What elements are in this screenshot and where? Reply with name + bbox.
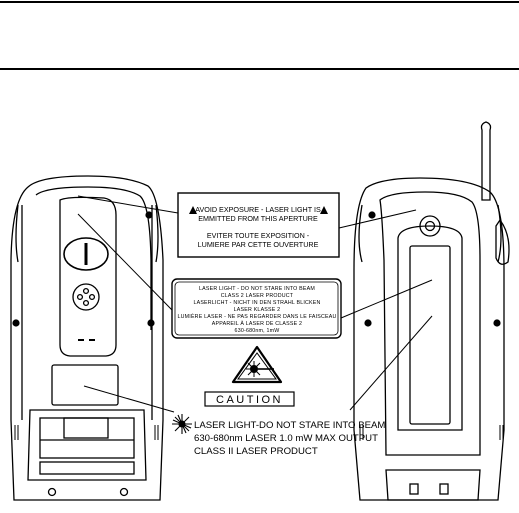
device-front-view — [10, 175, 164, 501]
back-screw-dot — [368, 211, 376, 219]
front-screw-dot — [12, 319, 20, 327]
multilingual-line-1: LASER LIGHT - DO NOT STARE INTO BEAM — [199, 286, 315, 292]
multilingual-line-7: 630-680nm, 1mW — [235, 328, 280, 334]
front-side-vents — [14, 425, 159, 440]
back-side-vents — [359, 425, 504, 440]
caution-line-1: LASER LIGHT-DO NOT STARE INTO BEAM — [194, 420, 385, 431]
multilingual-line-2: CLASS 2 LASER PRODUCT — [221, 293, 294, 299]
aperture-line-4: LUMIERE PAR CETTE OUVERTURE — [198, 240, 319, 249]
device-back-view — [353, 121, 510, 501]
leader-lines — [77, 195, 433, 413]
front-screw-dot — [147, 319, 155, 327]
back-screw-dot — [364, 319, 372, 327]
caution-line-3: CLASS II LASER PRODUCT — [194, 446, 318, 457]
aperture-arrow-icon — [320, 206, 328, 214]
front-screw-dot — [145, 211, 153, 219]
aperture-label: AVOID EXPOSURE - LASER LIGHT IS EMMITTED… — [177, 192, 340, 258]
multilingual-line-4: LASER KLASSE 2 — [234, 307, 281, 313]
multilingual-line-3: LASERLICHT - NICHT IN DEN STRAHL BLICKEN — [193, 300, 320, 306]
caution-word: CAUTION — [216, 394, 283, 406]
aperture-line-1: AVOID EXPOSURE - LASER LIGHT IS — [195, 205, 321, 214]
multilingual-label: LASER LIGHT - DO NOT STARE INTO BEAM CLA… — [171, 278, 342, 339]
aperture-line-3: EVITER TOUTE EXPOSITION - — [207, 231, 310, 240]
caution-line-2: 630-680nm LASER 1.0 mW MAX OUTPUT — [194, 433, 378, 444]
caution-label: CAUTION — [204, 391, 295, 407]
multilingual-line-6: APPAREIL À LASER DE CLASSE 2 — [212, 320, 302, 327]
multilingual-line-5: LUMIÈRE LASER - NE PAS REGARDER DANS LE … — [177, 313, 336, 320]
aperture-arrow-icon — [189, 206, 197, 214]
aperture-line-2: EMMITTED FROM THIS APERTURE — [198, 214, 318, 223]
back-screw-dot — [493, 319, 501, 327]
laser-starburst-icon — [172, 414, 192, 434]
laser-warning-triangle-icon — [231, 345, 283, 384]
